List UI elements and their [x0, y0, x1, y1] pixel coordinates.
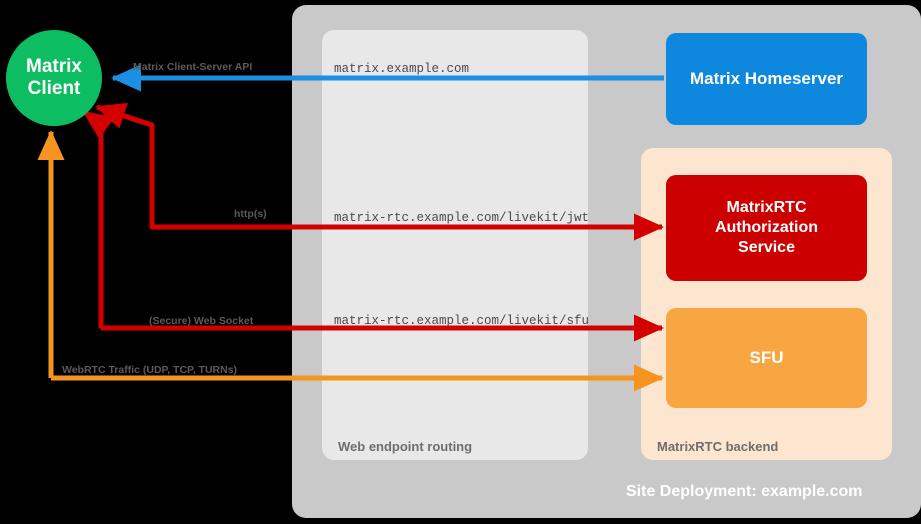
edge-label-https: http(s): [234, 208, 267, 220]
edge-label-web-socket: (Secure) Web Socket: [149, 315, 254, 327]
matrixrtc-auth-label-line3: Service: [738, 239, 795, 256]
url-label-matrix-example-com: matrix.example.com: [334, 62, 470, 76]
node-sfu[interactable]: SFU: [666, 308, 867, 408]
matrix-homeserver-label: Matrix Homeserver: [689, 69, 844, 88]
web-endpoint-routing-container: [322, 30, 588, 460]
caption-site-deployment: Site Deployment: example.com: [626, 483, 863, 500]
node-matrixrtc-authorization-service[interactable]: MatrixRTC Authorization Service: [666, 175, 867, 281]
edge-label-webrtc-traffic: WebRTC Traffic (UDP, TCP, TURNs): [62, 364, 238, 376]
url-label-livekit-jwt: matrix-rtc.example.com/livekit/jwt: [334, 211, 590, 225]
node-matrix-client[interactable]: Matrix Client: [6, 30, 102, 126]
matrix-client-label-line1: Matrix: [26, 56, 82, 78]
edge-websocket-to-client: [82, 109, 115, 328]
sfu-label: SFU: [749, 348, 784, 367]
edge-label-client-server-api: Matrix Client-Server API: [133, 61, 253, 73]
url-label-livekit-sfu: matrix-rtc.example.com/livekit/sfu: [334, 314, 590, 328]
edge-jwt-arrowhead-to-client: [95, 102, 153, 129]
caption-web-endpoint-routing: Web endpoint routing: [338, 439, 473, 454]
caption-matrixrtc-backend: MatrixRTC backend: [657, 439, 779, 454]
node-matrix-homeserver[interactable]: Matrix Homeserver: [666, 33, 867, 125]
matrixrtc-auth-label-line2: Authorization: [714, 219, 819, 236]
matrix-client-label-line2: Client: [27, 78, 81, 99]
matrixrtc-auth-label-line1: MatrixRTC: [726, 199, 807, 216]
